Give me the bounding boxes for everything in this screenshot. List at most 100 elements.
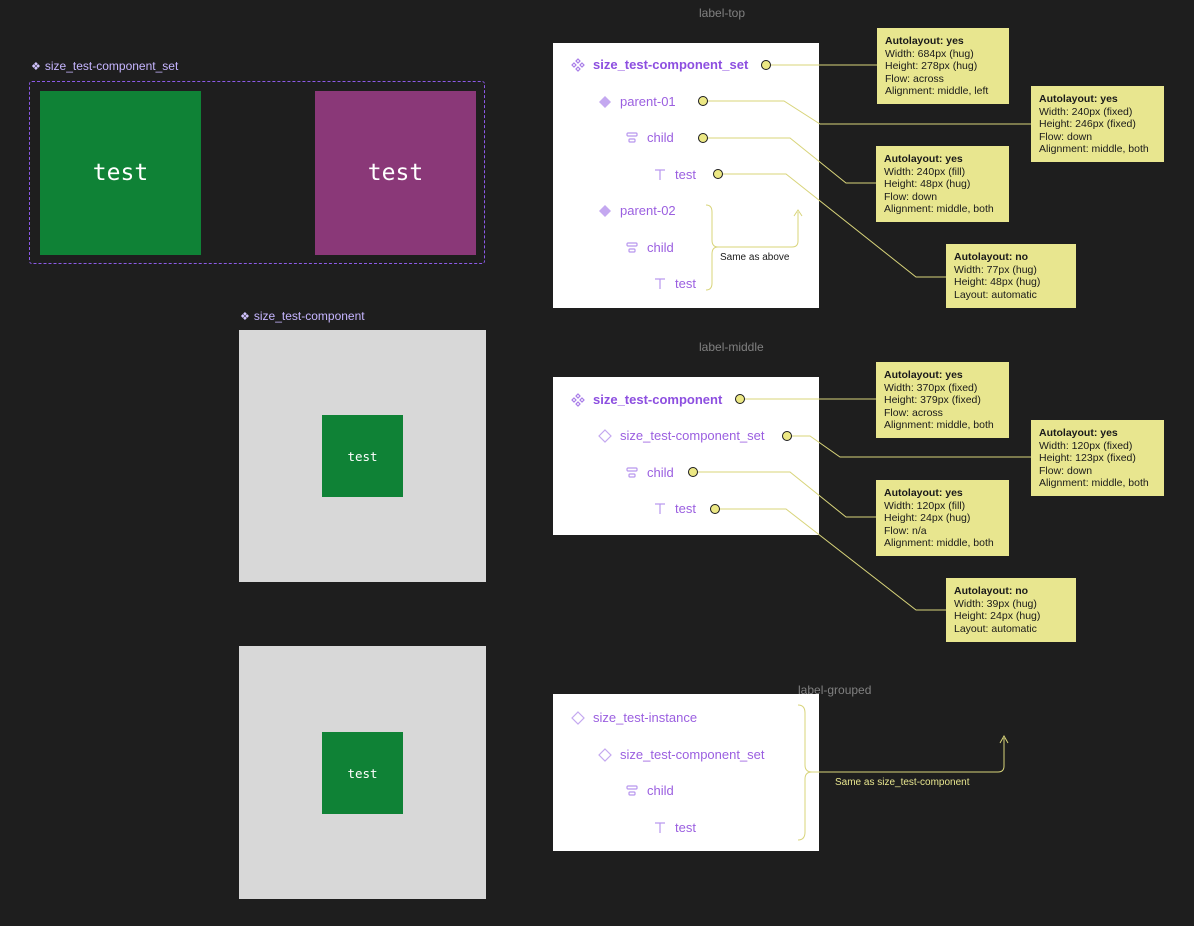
component-inner-tile-text: test (347, 448, 378, 464)
text-icon (653, 277, 667, 291)
component-frame-label[interactable]: ❖ size_test-component (240, 309, 365, 323)
instance-inner-tile[interactable]: test (322, 732, 403, 814)
note-line: Alignment: middle, left (885, 85, 989, 98)
anchor-dot (735, 394, 745, 404)
anchor-dot (713, 169, 723, 179)
autolayout-icon (625, 784, 639, 798)
note-line: Width: 240px (fill) (884, 165, 966, 178)
note-line: Flow: across (885, 72, 944, 85)
component-set-frame[interactable]: test test (29, 81, 485, 264)
annotation-note-text: Autolayout: no Width: 77px (hug) Height:… (946, 244, 1076, 308)
layer-row-text[interactable]: test (653, 276, 696, 291)
layer-row-parent-01[interactable]: parent-01 (598, 94, 676, 109)
anchor-dot (761, 60, 771, 70)
annotation-note-child: Autolayout: yes Width: 240px (fill) Heig… (876, 146, 1009, 222)
layer-panel-middle: size_test-component size_test-component_… (553, 377, 819, 535)
anchor-dot (782, 431, 792, 441)
note-line: Width: 684px (hug) (885, 47, 974, 60)
section-label-grouped: label-grouped (798, 683, 872, 697)
variant-tile-green[interactable]: test (40, 91, 201, 255)
section-label-middle: label-middle (699, 340, 764, 354)
anchor-dot (710, 504, 720, 514)
note-heading: Autolayout: no (954, 251, 1029, 263)
component-icon: ❖ (240, 310, 250, 323)
note-line: Height: 24px (hug) (954, 610, 1041, 623)
instance-frame[interactable]: test (239, 646, 486, 899)
layer-row-label: size_test-component_set (620, 428, 765, 443)
layer-row-parent-02[interactable]: parent-02 (598, 203, 676, 218)
text-icon (653, 168, 667, 182)
note-heading: Autolayout: yes (884, 487, 963, 499)
layer-row-component[interactable]: size_test-component (571, 392, 722, 407)
note-heading: Autolayout: yes (1039, 93, 1118, 105)
autolayout-icon (625, 466, 639, 480)
annotation-note-parent: Autolayout: yes Width: 240px (fixed) Hei… (1031, 86, 1164, 162)
layer-row-child[interactable]: child (625, 130, 674, 145)
anchor-dot (698, 133, 708, 143)
note-line: Flow: n/a (884, 524, 927, 537)
anchor-dot (698, 96, 708, 106)
variant-tile-magenta-text: test (367, 160, 424, 186)
layer-row-label: child (647, 130, 674, 145)
component-inner-tile[interactable]: test (322, 415, 403, 497)
layer-row-label: test (675, 276, 696, 291)
note-heading: Autolayout: no (954, 585, 1029, 597)
note-line: Height: 246px (fixed) (1039, 118, 1136, 131)
layer-row-child[interactable]: child (625, 783, 674, 798)
text-icon (653, 502, 667, 516)
layer-row-label: test (675, 501, 696, 516)
note-line: Alignment: middle, both (884, 419, 994, 432)
layer-row-label: child (647, 240, 674, 255)
annotation-note-component-set: Autolayout: yes Width: 684px (hug) Heigh… (877, 28, 1009, 104)
layer-row-component-set-instance[interactable]: size_test-component_set (598, 747, 765, 762)
variant-tile-magenta[interactable]: test (315, 91, 476, 255)
note-line: Height: 278px (hug) (885, 60, 978, 73)
note-line: Flow: down (1039, 464, 1093, 477)
component-set-icon: ❖ (31, 60, 41, 73)
layer-row-text[interactable]: test (653, 501, 696, 516)
annotation-note-component: Autolayout: yes Width: 370px (fixed) Hei… (876, 362, 1009, 438)
layer-panel-top: size_test-component_set parent-01 child … (553, 43, 819, 308)
layer-row-label: child (647, 465, 674, 480)
layer-row-label: size_test-instance (593, 710, 698, 725)
layer-row-component-set[interactable]: size_test-component_set (571, 57, 748, 72)
layer-row-label: size_test-component (593, 392, 723, 407)
note-line: Width: 120px (fill) (884, 499, 966, 512)
note-line: Alignment: middle, both (884, 537, 994, 550)
layer-row-label: test (675, 167, 696, 182)
text-icon (653, 821, 667, 835)
layer-row-text[interactable]: test (653, 167, 696, 182)
note-heading: Autolayout: yes (885, 35, 964, 47)
note-line: Layout: automatic (954, 622, 1037, 635)
instance-icon (598, 428, 612, 443)
layer-panel-grouped: size_test-instance size_test-component_s… (553, 694, 819, 851)
note-heading: Autolayout: yes (884, 369, 963, 381)
note-line: Alignment: middle, both (1039, 477, 1149, 490)
variant-icon (598, 204, 612, 218)
same-as-component-note: Same as size_test-component (835, 777, 970, 788)
anchor-dot (688, 467, 698, 477)
note-heading: Autolayout: yes (884, 153, 963, 165)
layer-row-label: test (675, 820, 696, 835)
layer-row-component-set-instance[interactable]: size_test-component_set (598, 428, 765, 443)
layer-row-instance[interactable]: size_test-instance (571, 710, 697, 725)
layer-row-label: size_test-component_set (620, 747, 765, 762)
component-set-frame-label[interactable]: ❖ size_test-component_set (31, 59, 178, 73)
note-line: Width: 77px (hug) (954, 263, 1037, 276)
layer-row-label: size_test-component_set (593, 57, 749, 72)
layer-row-text[interactable]: test (653, 820, 696, 835)
note-line: Height: 48px (hug) (954, 276, 1041, 289)
layer-row-child[interactable]: child (625, 240, 674, 255)
annotation-note-instance-set: Autolayout: yes Width: 120px (fixed) Hei… (1031, 420, 1164, 496)
layer-row-child[interactable]: child (625, 465, 674, 480)
instance-icon (571, 710, 585, 725)
component-frame[interactable]: test (239, 330, 486, 582)
same-as-above-note: Same as above (720, 252, 790, 263)
layer-row-label: parent-02 (620, 203, 676, 218)
note-line: Height: 123px (fixed) (1039, 452, 1136, 465)
note-line: Flow: down (884, 190, 938, 203)
component-set-icon (571, 57, 585, 72)
note-line: Layout: automatic (954, 288, 1037, 301)
note-line: Height: 379px (fixed) (884, 394, 981, 407)
note-line: Height: 24px (hug) (884, 512, 971, 525)
